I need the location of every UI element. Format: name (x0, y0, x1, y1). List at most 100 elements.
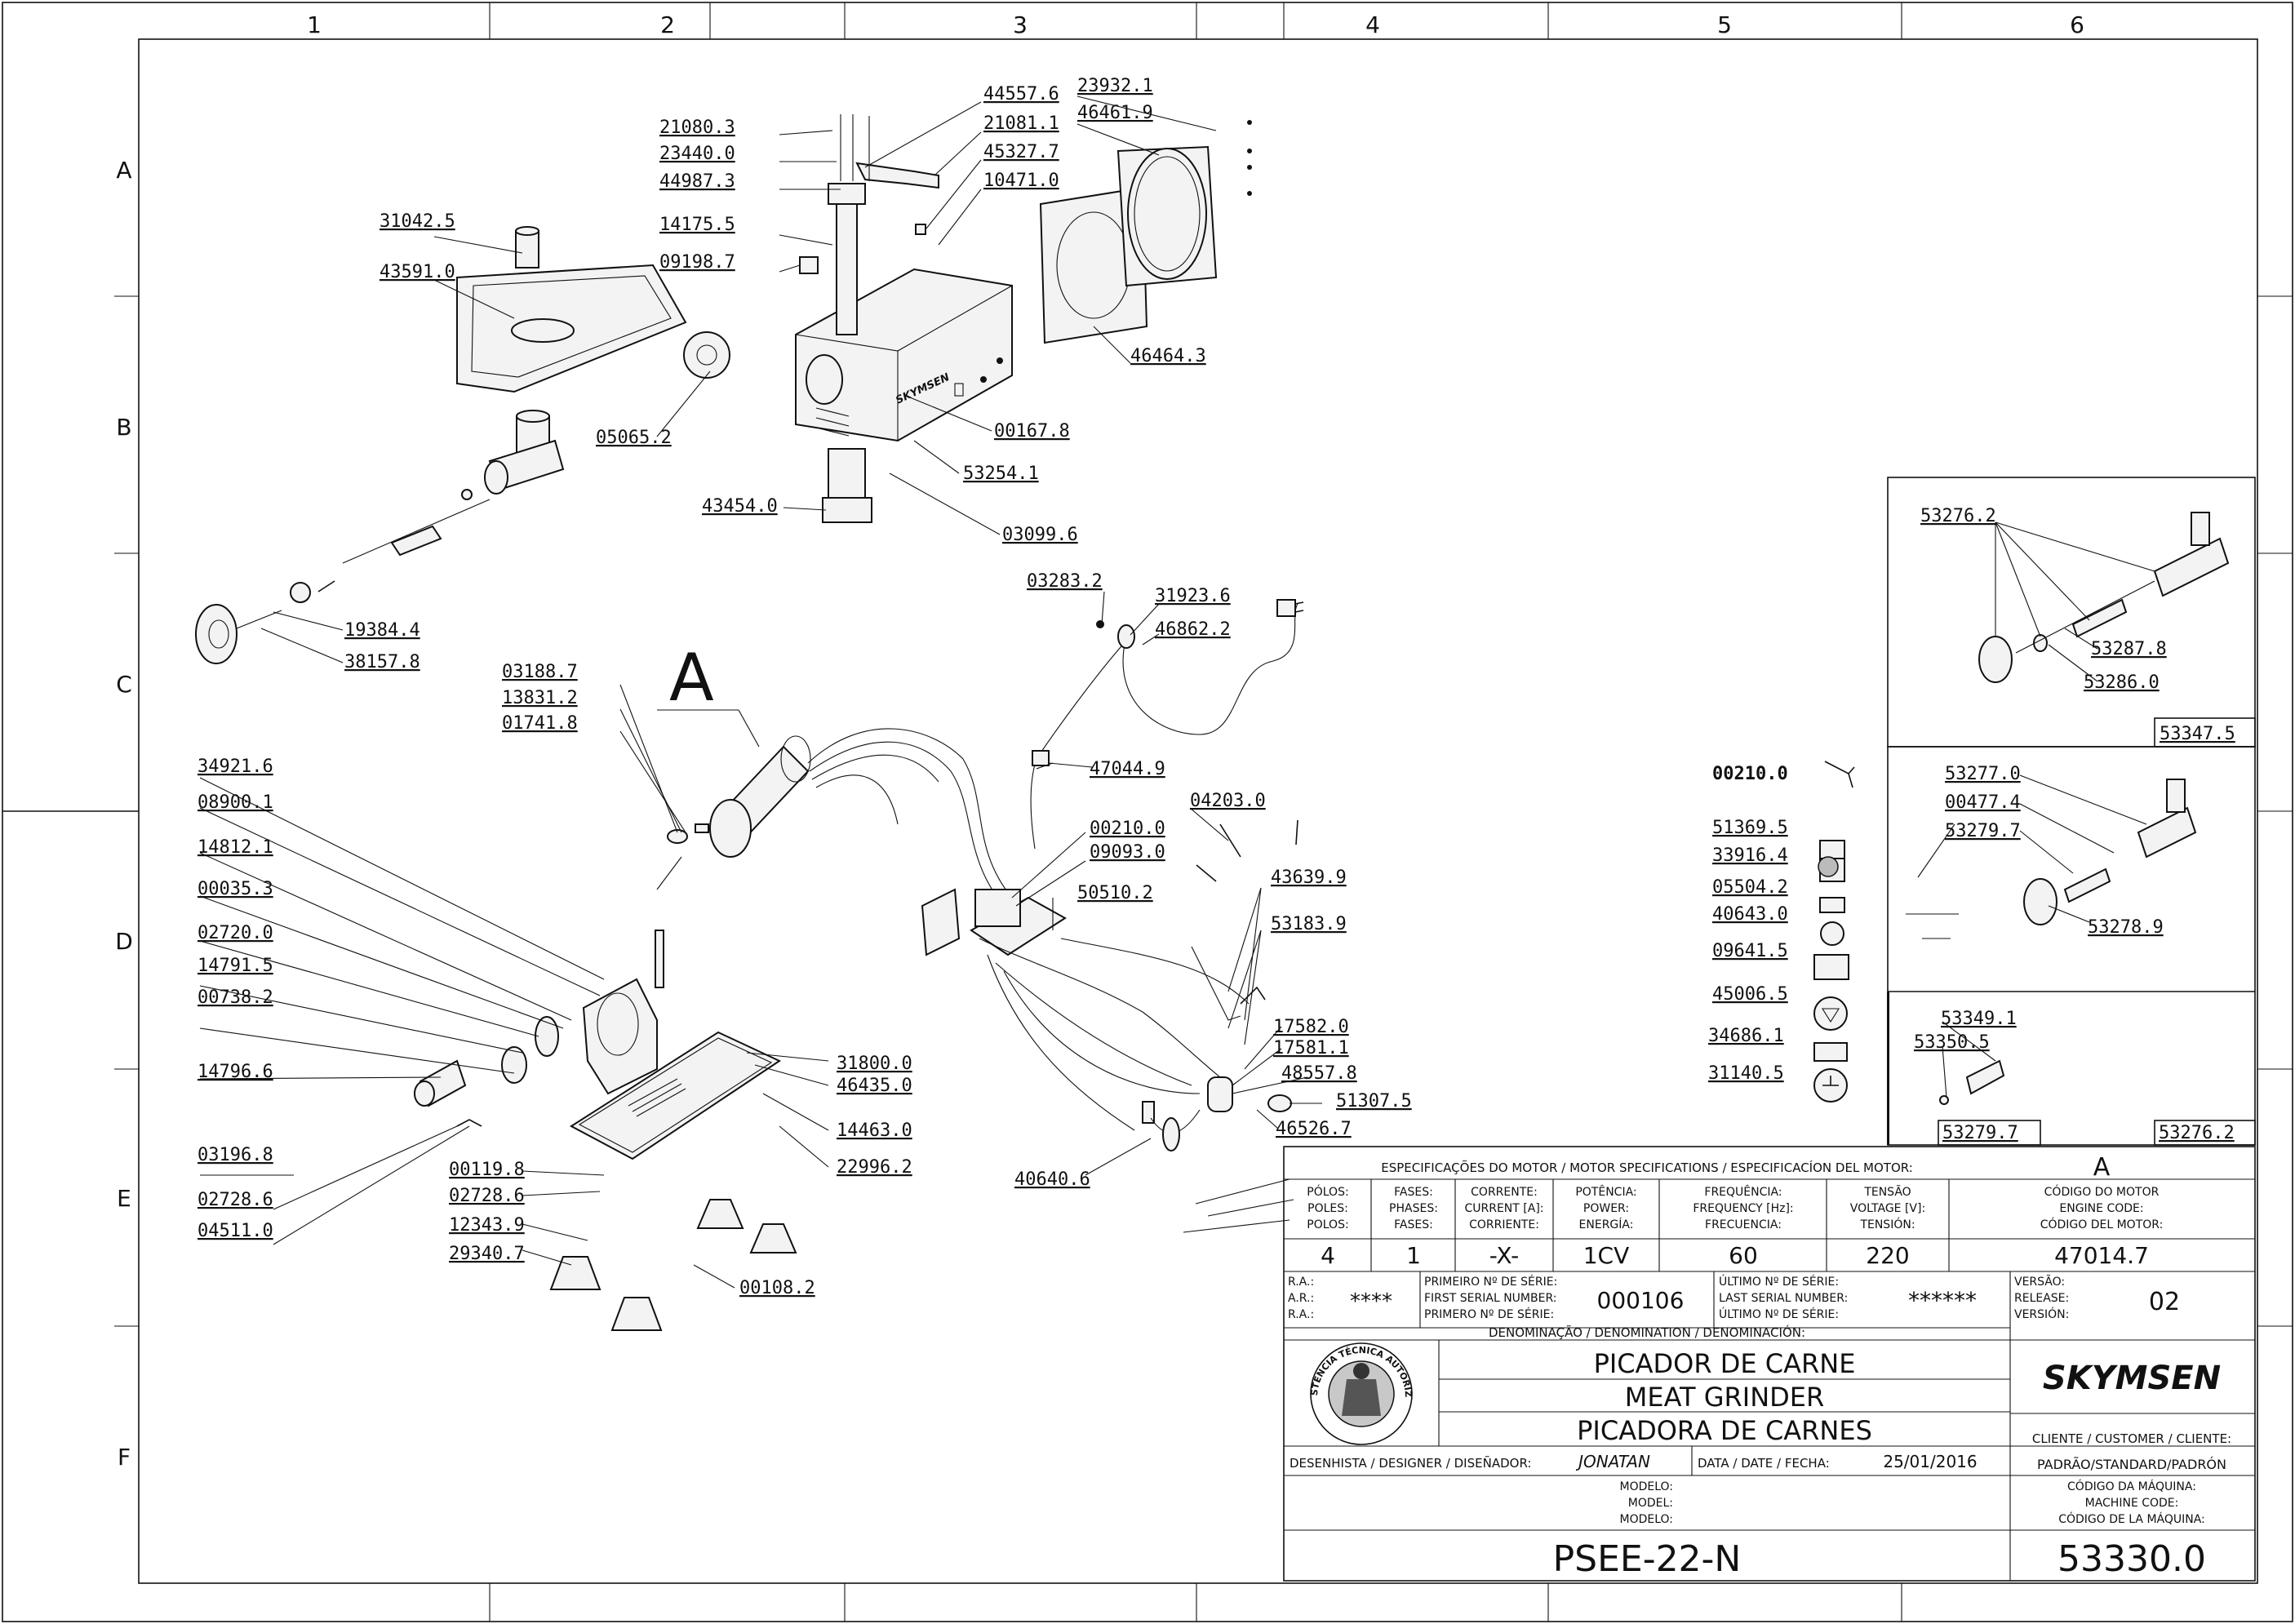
part-label-51307_5: 51307.5 (1336, 1091, 1412, 1112)
part-label-46862_2: 46862.2 (1155, 619, 1231, 640)
version-label: VERSÃO: (2014, 1275, 2065, 1289)
part-label-17581_1: 17581.1 (1273, 1038, 1349, 1058)
part-label-53287_8: 53287.8 (2091, 639, 2167, 659)
first-serial-value: 000106 (1597, 1287, 1685, 1314)
switch-box-icon (921, 888, 1292, 1151)
ra-value: **** (1350, 1289, 1392, 1314)
part-label-03283_2: 03283.2 (1027, 571, 1103, 592)
machine-code-label: CÓDIGO DA MÁQUINA: (2067, 1479, 2196, 1493)
version-label: VERSIÓN: (2014, 1307, 2069, 1321)
designer-value: JONATAN (1575, 1452, 1650, 1471)
date-value: 25/01/2016 (1883, 1452, 1977, 1471)
part-label-44557_6: 44557.6 (983, 84, 1059, 104)
motor-spec-header-cell: TENSIÓN: (1859, 1217, 1915, 1231)
motor-code-letter: A (2093, 1153, 2111, 1182)
part-label-00477_4: 00477.4 (1945, 792, 2021, 813)
part-label-14791_5: 14791.5 (198, 956, 273, 976)
motor-callout-letter: A (669, 640, 714, 716)
part-label-53276_2b: 53276.2 (2159, 1123, 2235, 1143)
base-plate-icon (549, 1031, 797, 1331)
part-label-53286_0: 53286.0 (2084, 672, 2160, 693)
client-value: PADRÃO/STANDARD/PADRÓN (2037, 1457, 2226, 1472)
part-label-05065_2: 05065.2 (596, 428, 672, 448)
grid-column-label: 5 (1717, 11, 1732, 38)
detail-panel-53347 (1887, 477, 2256, 748)
product-name-en: MEAT GRINDER (1625, 1382, 1824, 1413)
part-label-53278_9: 53278.9 (2088, 917, 2164, 938)
part-label-04511_0: 04511.0 (198, 1221, 273, 1241)
detail-panel-divider (1888, 992, 1889, 1145)
motor-spec-header-cell: ENERGÍA: (1579, 1218, 1634, 1231)
part-label-31800_0: 31800.0 (837, 1054, 912, 1074)
motor-spec-header-cell: FASES: (1394, 1186, 1433, 1199)
motor-spec-header-cell: CÓDIGO DEL MOTOR: (2040, 1217, 2164, 1231)
part-label-46526_7: 46526.7 (1276, 1119, 1352, 1139)
part-label-53279_7b: 53279.7 (1942, 1123, 2018, 1143)
part-label-45006_5: 45006.5 (1712, 984, 1788, 1005)
part-label-13831_2: 13831.2 (502, 688, 578, 708)
part-label-10471_0: 10471.0 (983, 171, 1059, 191)
motor-spec-header-cell: FREQUENCY [Hz]: (1693, 1202, 1793, 1215)
motor-spec-header-cell: POLOS: (1307, 1218, 1348, 1231)
part-label-00167_8: 00167.8 (994, 421, 1070, 441)
decal-icons (1813, 761, 1855, 1103)
part-label-01741_8: 01741.8 (502, 713, 578, 734)
part-label-31042_5: 31042.5 (380, 211, 455, 232)
motor-spec-header-cell: CURRENT [A]: (1464, 1202, 1543, 1215)
grid-row-label: E (117, 1185, 131, 1212)
first-serial-label: PRIMERO Nº DE SÉRIE: (1424, 1307, 1554, 1321)
callout-leader (738, 709, 760, 748)
last-serial-label: ÚLTIMO Nº DE SÉRIE: (1719, 1307, 1839, 1321)
part-label-48557_8: 48557.8 (1281, 1063, 1357, 1084)
motor-spec-header-cell: POTÊNCIA: (1575, 1184, 1636, 1199)
part-label-09641_5: 09641.5 (1712, 941, 1788, 961)
ra-label: R.A.: (1288, 1308, 1314, 1321)
first-serial-label: PRIMEIRO Nº DE SÉRIE: (1424, 1275, 1557, 1289)
motor-spec-value: 1 (1406, 1242, 1421, 1269)
motor-spec-header-cell: POLES: (1307, 1202, 1348, 1215)
motor-spec-header-cell: TENSÃO (1863, 1185, 1911, 1199)
date-label: DATA / DATE / FECHA: (1698, 1456, 1830, 1471)
part-label-53276_2a: 53276.2 (1920, 506, 1996, 526)
part-label-02728_6b: 02728.6 (449, 1186, 525, 1206)
motor-spec-header-cell: FASES: (1394, 1218, 1433, 1231)
part-label-03188_7: 03188.7 (502, 662, 578, 682)
last-serial-label: LAST SERIAL NUMBER: (1719, 1292, 1848, 1305)
grid-column-label: 1 (307, 11, 322, 38)
part-label-02728_6a: 02728.6 (198, 1190, 273, 1210)
product-name-es: PICADORA DE CARNES (1577, 1415, 1872, 1446)
part-label-22996_2: 22996.2 (837, 1157, 912, 1178)
grid-row-label: B (116, 414, 131, 441)
part-label-03196_8: 03196.8 (198, 1145, 273, 1165)
part-label-46435_0: 46435.0 (837, 1076, 912, 1096)
part-label-33916_4: 33916.4 (1712, 845, 1788, 866)
part-label-43454_0: 43454.0 (702, 496, 778, 517)
part-label-09198_7: 09198.7 (659, 252, 735, 273)
motor-spec-header-cell: POWER: (1583, 1202, 1629, 1215)
part-label-14175_5: 14175.5 (659, 215, 735, 235)
part-label-50510_2: 50510.2 (1077, 883, 1153, 903)
motor-spec-value: 60 (1729, 1242, 1758, 1269)
detail-panel-53276 (1887, 746, 2256, 1146)
part-label-14812_1: 14812.1 (198, 837, 273, 858)
motor-spec-header-cell: CORRENTE: (1471, 1186, 1538, 1199)
part-label-53277_0: 53277.0 (1945, 764, 2021, 784)
model-label: MODEL: (1628, 1497, 1673, 1510)
part-label-45327_7: 45327.7 (983, 142, 1059, 162)
part-label-04203_0: 04203.0 (1190, 791, 1266, 811)
motor-spec-header-cell: ENGINE CODE: (2059, 1202, 2143, 1215)
part-label-12343_9: 12343.9 (449, 1215, 525, 1236)
motor-spec-value: 47014.7 (2054, 1242, 2149, 1269)
housing-cabinet-icon: SKYMSEN (795, 114, 1013, 523)
machine-code-label: CÓDIGO DE LA MÁQUINA: (2058, 1511, 2205, 1526)
part-label-09093_0: 09093.0 (1090, 842, 1165, 863)
ra-label: A.R.: (1288, 1292, 1314, 1305)
title-block (1283, 1146, 2256, 1582)
grid-row-label: C (116, 671, 132, 698)
grid-row-label: D (115, 928, 133, 955)
part-label-00108_2: 00108.2 (739, 1278, 815, 1298)
grid-column-label: 4 (1365, 11, 1380, 38)
motor-icon (695, 728, 1013, 907)
